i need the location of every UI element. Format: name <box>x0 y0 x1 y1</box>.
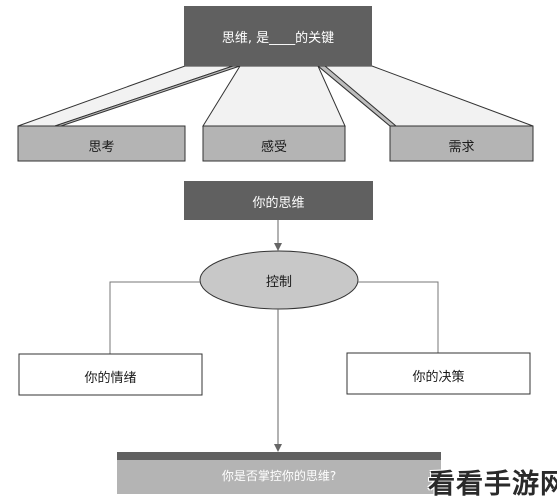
box-needs <box>389 125 534 162</box>
decisions-box <box>346 352 531 395</box>
connector-left-top <box>17 65 234 127</box>
watermark: 看看手游网 <box>428 469 557 500</box>
mind-box-label: 你的思维 <box>252 196 305 211</box>
branch-label-needs: 需求 <box>448 140 475 155</box>
decisions-label: 你的决策 <box>412 370 465 385</box>
line-to-decisions <box>358 281 439 353</box>
control-label: 控制 <box>265 275 292 290</box>
box-feeling <box>202 125 346 162</box>
emotions-label: 你的情绪 <box>84 371 137 386</box>
box-thinking <box>17 125 186 162</box>
emotions-box <box>18 353 203 396</box>
line-to-emotions <box>109 281 200 354</box>
question-box-header <box>117 452 441 460</box>
arrowhead-control <box>274 243 282 251</box>
connector-right-top <box>316 65 534 127</box>
question-label: 你是否掌控你的思维? <box>221 469 337 483</box>
mind-box <box>184 181 373 220</box>
question-box <box>117 460 441 494</box>
top-box <box>184 6 372 66</box>
connector-mid-top <box>202 65 346 127</box>
control-ellipse <box>199 250 359 310</box>
branch-label-thinking: 思考 <box>88 140 115 155</box>
arrowhead-question <box>274 444 282 452</box>
branch-label-feeling: 感受 <box>260 140 287 155</box>
top-box-label: 思维, 是____的关键 <box>221 31 335 46</box>
